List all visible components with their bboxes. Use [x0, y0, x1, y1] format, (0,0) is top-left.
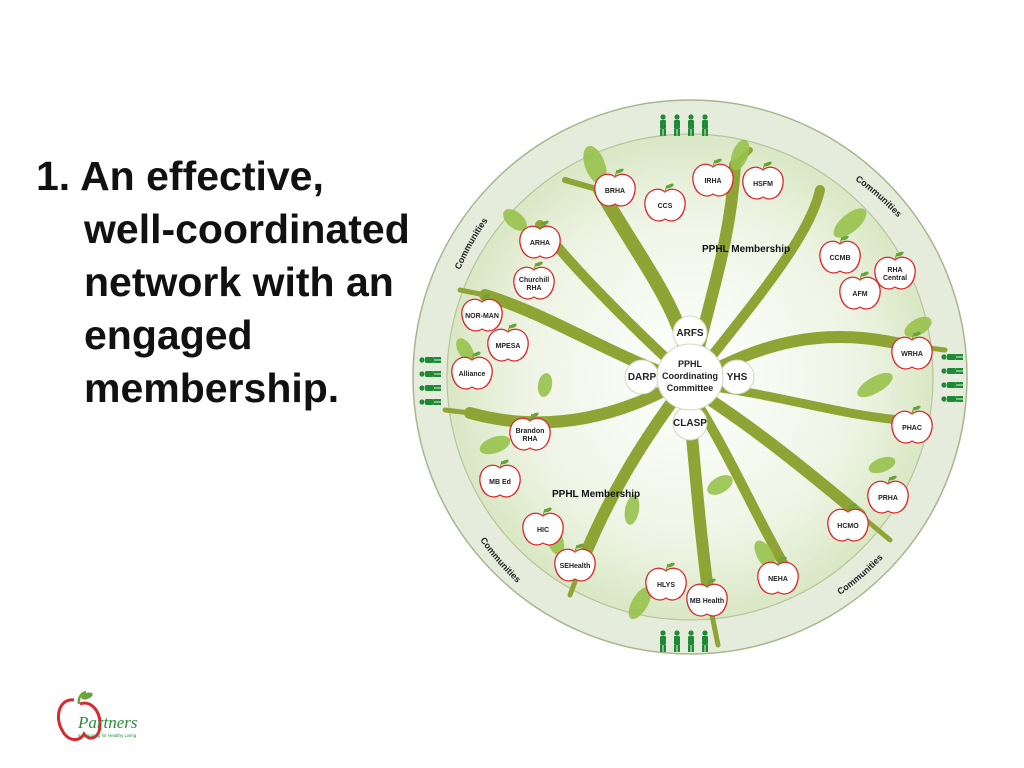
apple-label: PHAC	[902, 425, 922, 432]
member-apple: ARHA	[519, 220, 561, 259]
membership-label: PPHL Membership	[702, 244, 790, 255]
core-label: DARP	[628, 372, 657, 383]
apple-label: SEHealth	[560, 563, 591, 570]
apple-label: NEHA	[768, 576, 788, 583]
apple-label: Alliance	[459, 371, 486, 378]
apple-label: CCMB	[830, 255, 851, 262]
apple-label: MB Health	[690, 598, 724, 605]
member-apple: PHAC	[891, 405, 933, 444]
core-label: ARFS	[676, 328, 704, 339]
member-apple: NOR-MAN	[461, 293, 503, 332]
member-apple: Alliance	[451, 351, 493, 390]
member-apple: HSFM	[742, 161, 784, 200]
apple-label: MPESA	[496, 343, 521, 350]
apple-label: Churchill	[519, 277, 549, 284]
apple-label: IRHA	[704, 178, 721, 185]
member-apple: MB Ed	[479, 459, 521, 498]
apple-label: RHA	[887, 267, 902, 274]
member-apple: NEHA	[757, 556, 799, 595]
apple-label: PRHA	[878, 495, 898, 502]
core-label: CLASP	[673, 418, 707, 429]
member-apple: MPESA	[487, 323, 529, 362]
apple-label: HIC	[537, 527, 549, 534]
member-apple: IRHA	[692, 158, 734, 197]
center-label: Coordinating	[662, 371, 718, 381]
member-apple: WRHA	[891, 331, 933, 370]
apple-label: Central	[883, 275, 907, 282]
headline: 1. An effective, well-coordinated networ…	[36, 153, 410, 411]
logo-tagline: in Planning for Healthy Living	[78, 733, 137, 738]
apple-label: RHA	[526, 285, 541, 292]
apple-label: HLYS	[657, 582, 675, 589]
member-apple: CCS	[644, 183, 686, 222]
member-apple: HLYS	[645, 562, 687, 601]
apple-label: HSFM	[753, 181, 773, 188]
apple-label: WRHA	[901, 351, 923, 358]
member-apple: HCMO	[827, 503, 869, 542]
member-apple: BRHA	[594, 168, 636, 207]
center-label: PPHL	[678, 359, 703, 369]
apple-label: NOR-MAN	[465, 313, 499, 320]
member-apple: MB Health	[686, 578, 728, 617]
apple-label: RHA	[522, 436, 537, 443]
core-groups: ARFS DARP YHS CLASP PPHL Coordinating Co…	[624, 315, 755, 441]
apple-label: CCS	[658, 203, 673, 210]
apple-label: ARHA	[530, 240, 550, 247]
member-apple: PRHA	[867, 475, 909, 514]
core-label: YHS	[727, 372, 748, 383]
partners-logo: Partners in Planning for Healthy Living	[57, 690, 138, 741]
apple-label: Brandon	[516, 428, 545, 435]
logo-text: Partners	[77, 713, 138, 732]
leaves	[456, 139, 932, 620]
apple-label: AFM	[852, 291, 867, 298]
member-apple: CCMB	[819, 235, 861, 274]
member-apple: HIC	[522, 507, 564, 546]
apple-label: BRHA	[605, 188, 625, 195]
member-apple: AFM	[839, 271, 881, 310]
apple-label: MB Ed	[489, 479, 511, 486]
member-apple: SEHealth	[554, 543, 596, 582]
membership-label: PPHL Membership	[552, 489, 640, 500]
apple-label: HCMO	[837, 523, 859, 530]
center-label: Committee	[667, 383, 714, 393]
